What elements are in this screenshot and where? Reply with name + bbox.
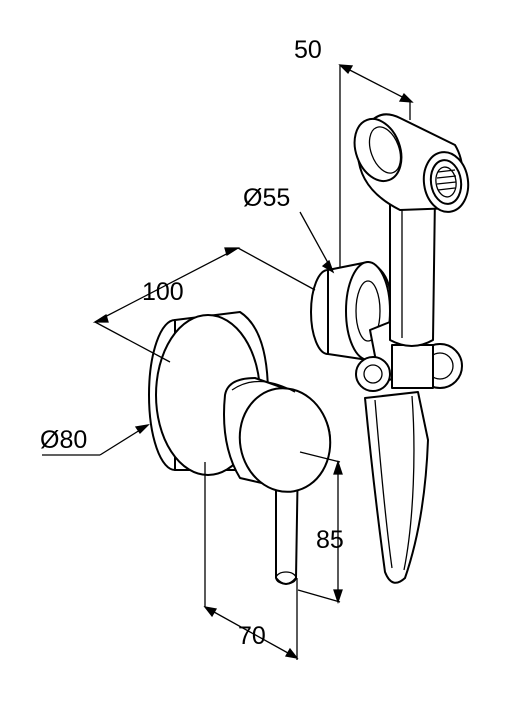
dimension-70: 70 (238, 622, 266, 650)
dimension-100: 100 (142, 278, 184, 306)
dimension-50: 50 (294, 36, 322, 64)
mixer-body (223, 377, 332, 493)
dimension-diameter-80: Ø80 (40, 426, 87, 454)
mixer-assembly (148, 311, 332, 585)
holder-swivel-left (355, 356, 391, 392)
dimension-diameter-55: Ø55 (243, 184, 290, 212)
dimension-85: 85 (316, 526, 344, 554)
spray-face (422, 151, 470, 213)
dimension-lines (42, 64, 414, 660)
hand-shower-assembly (310, 113, 470, 584)
hose (364, 391, 429, 584)
hand-shower-handle (389, 184, 436, 347)
